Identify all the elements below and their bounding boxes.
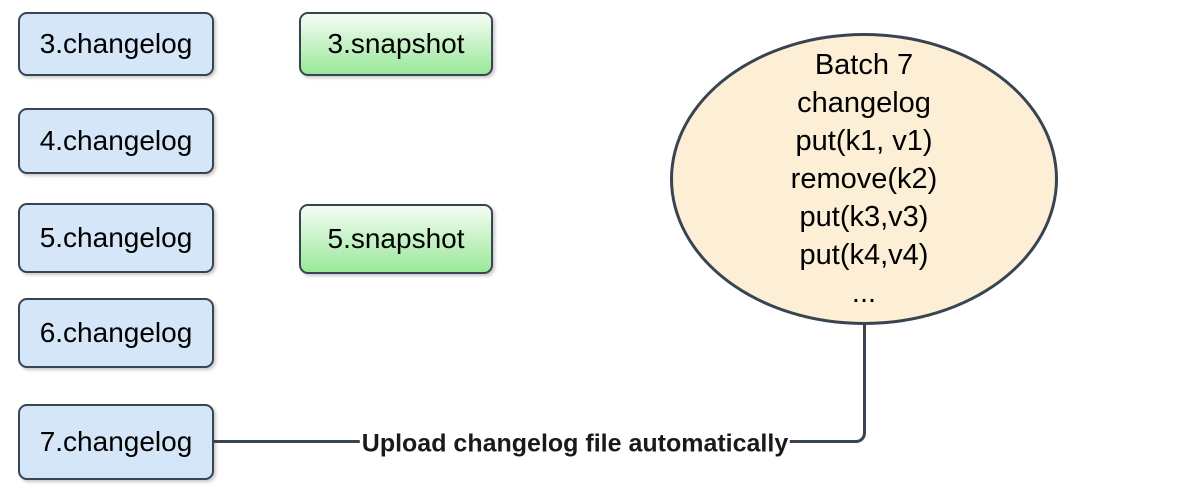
bubble-line-changelog: changelog (797, 87, 931, 119)
snapshot-file-3-label: 3.snapshot (327, 28, 465, 59)
bubble-line-put-k1: put(k1, v1) (795, 125, 933, 157)
connector-label: Upload changelog file automatically (359, 429, 791, 459)
changelog-file-7-box: 7.changelog (18, 404, 214, 480)
bubble-line-title: Batch 7 (814, 49, 914, 81)
changelog-file-7-label: 7.changelog (39, 426, 193, 457)
snapshot-file-5-label: 5.snapshot (327, 223, 465, 254)
changelog-file-4-label: 4.changelog (39, 125, 193, 156)
bubble-line-put-k4: put(k4,v4) (799, 239, 929, 271)
changelog-file-4-box: 4.changelog (18, 108, 214, 174)
changelog-file-5-label: 5.changelog (39, 222, 193, 253)
changelog-file-6-box: 6.changelog (18, 298, 214, 368)
snapshot-file-5-box: 5.snapshot (299, 204, 493, 274)
changelog-file-3-box: 3.changelog (18, 12, 214, 76)
batch-bubble: Batch 7 changelog put(k1, v1) remove(k2)… (670, 33, 1058, 325)
changelog-file-6-label: 6.changelog (39, 317, 193, 348)
changelog-file-3-label: 3.changelog (39, 28, 193, 59)
changelog-file-5-box: 5.changelog (18, 203, 214, 273)
bubble-line-put-k3: put(k3,v3) (799, 201, 929, 233)
bubble-line-remove-k2: remove(k2) (790, 163, 938, 195)
snapshot-file-3-box: 3.snapshot (299, 12, 493, 76)
bubble-line-ellipsis: ... (851, 277, 877, 309)
connector-line (214, 324, 866, 443)
